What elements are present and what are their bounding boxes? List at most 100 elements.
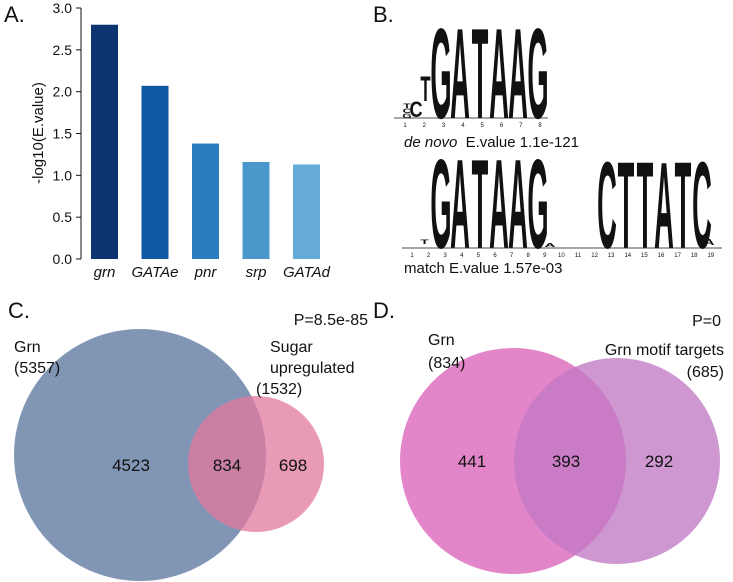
logo1-caption-rest: E.value 1.1e-121 (466, 134, 579, 151)
logo2-position: 15 (641, 253, 648, 259)
x-category-label: GATAd (283, 264, 331, 281)
y-tick-label: 2.5 (53, 42, 73, 58)
logo2-letter-G: G (527, 133, 548, 275)
logo2-position: 17 (674, 253, 681, 259)
logo1-letter-A: A (450, 2, 470, 146)
logo2-letter-A: A (508, 133, 528, 275)
venn-d-right-total: (685) (687, 364, 724, 381)
venn-d-left-only: 441 (458, 452, 486, 471)
venn-d-right-name: Grn motif targets (605, 342, 724, 359)
logo2-position: 14 (624, 253, 631, 259)
logo2-position: 4 (460, 253, 464, 259)
logo2-letter-T: T (420, 238, 429, 246)
venn-c-overlap: 834 (213, 456, 241, 475)
bar-GATAd (293, 164, 320, 259)
y-tick-label: 0.0 (53, 251, 73, 267)
logo1-letter-T: T (420, 69, 430, 109)
venn-c-left-total: (5357) (14, 360, 60, 377)
bar-srp (242, 161, 270, 259)
logo1-position: 1 (403, 123, 407, 129)
logo2-position: 1 (410, 253, 414, 259)
logo2-position: 5 (477, 253, 481, 259)
logo2-position: 7 (510, 253, 514, 259)
y-tick-label: 2.0 (53, 84, 73, 100)
logo2-letter-A: A (704, 238, 715, 247)
venn-d-right-only: 292 (645, 452, 673, 471)
logo1-letter-C: C (403, 107, 412, 115)
logo2-position: 13 (608, 253, 615, 259)
logo2-letter-T: T (618, 136, 635, 274)
logo1-position: 7 (519, 123, 523, 129)
logo1-letter-A: A (508, 2, 528, 146)
logo1-position: 5 (481, 123, 485, 129)
venn-c-left-only: 4523 (112, 456, 150, 475)
venn-c-right-name-line2: upregulated (270, 360, 355, 377)
venn-d-left-total: (834) (428, 355, 465, 372)
y-tick-label: 0.5 (53, 209, 73, 225)
logo2-position: 8 (527, 253, 531, 259)
bar-grn (91, 24, 118, 259)
logo2-position: 12 (591, 253, 598, 259)
venn-c-pvalue: P=8.5e-85 (294, 312, 368, 329)
panel-label-c: C. (8, 298, 30, 323)
y-axis-label: -log10(E.value) (30, 82, 47, 184)
venn-c-right-circle (188, 396, 324, 532)
logo1-letter-G: G (402, 112, 412, 120)
logo2-letter-A: A (654, 136, 674, 274)
logo1-position: 6 (500, 123, 504, 129)
panel-label-d: D. (373, 298, 395, 323)
x-category-label: grn (94, 264, 116, 281)
logo2-position: 11 (575, 253, 582, 259)
logo2-position: 10 (558, 253, 565, 259)
bar-chart: -log10(E.value) 0.00.51.01.52.02.53.0 gr… (30, 0, 331, 281)
logo2-letter-A: A (450, 133, 470, 275)
venn-c: P=8.5e-85 Grn (5357) Sugar upregulated (… (14, 312, 368, 581)
bar-GATAe (141, 85, 169, 259)
logo1-position: 4 (461, 123, 465, 129)
venn-d-overlap: 393 (552, 452, 580, 471)
logo2-position: 3 (444, 253, 448, 259)
venn-c-left-name: Grn (14, 339, 41, 356)
logo1-letter-T: T (403, 102, 410, 110)
logo2-letter-T: T (637, 136, 654, 274)
logo1-letter-G: G (527, 2, 548, 146)
panel-label-a: A. (4, 2, 25, 27)
logo2-letter-T: T (675, 136, 692, 274)
logo2-position: 18 (691, 253, 698, 259)
logo1-position: 8 (538, 123, 542, 129)
bar-pnr (192, 143, 219, 259)
logo1-letter-T: T (472, 2, 489, 146)
x-category-label: srp (246, 264, 267, 281)
y-tick-label: 1.5 (53, 126, 73, 142)
venn-c-right-total: (1532) (256, 381, 302, 398)
logo2-position: 16 (658, 253, 665, 259)
logo1-position: 2 (423, 123, 427, 129)
venn-d-pvalue: P=0 (692, 313, 721, 330)
logo2-caption: match E.value 1.57e-03 (404, 260, 562, 277)
venn-d-right-circle (514, 358, 720, 564)
panel-label-b: B. (373, 2, 394, 27)
venn-c-right-only: 698 (279, 456, 307, 475)
x-category-label: pnr (194, 264, 218, 281)
venn-c-right-name-line1: Sugar (270, 339, 313, 356)
logo2-position: 6 (493, 253, 497, 259)
venn-d: P=0 Grn (834) Grn motif targets (685) 44… (400, 313, 724, 574)
logo1-letter-C: C (409, 98, 422, 122)
logo1-letter-A: A (489, 2, 509, 146)
x-category-label: GATAe (132, 264, 179, 281)
logo2-letter-C: C (692, 136, 712, 274)
venn-d-left-name: Grn (428, 332, 455, 349)
logo1-caption-italic: de novo (404, 134, 457, 151)
logo1-caption: de novo E.value 1.1e-121 (404, 134, 579, 151)
y-tick-label: 3.0 (53, 0, 73, 16)
logo2-position: 19 (707, 253, 714, 259)
logo2-letter-A: A (545, 243, 556, 249)
logo2-position: 2 (427, 253, 431, 259)
logo2-position: 9 (543, 253, 547, 259)
logo1-letter-G: G (430, 2, 451, 146)
venn-c-left-circle (14, 329, 266, 581)
logo2-letter-C: C (597, 136, 617, 274)
